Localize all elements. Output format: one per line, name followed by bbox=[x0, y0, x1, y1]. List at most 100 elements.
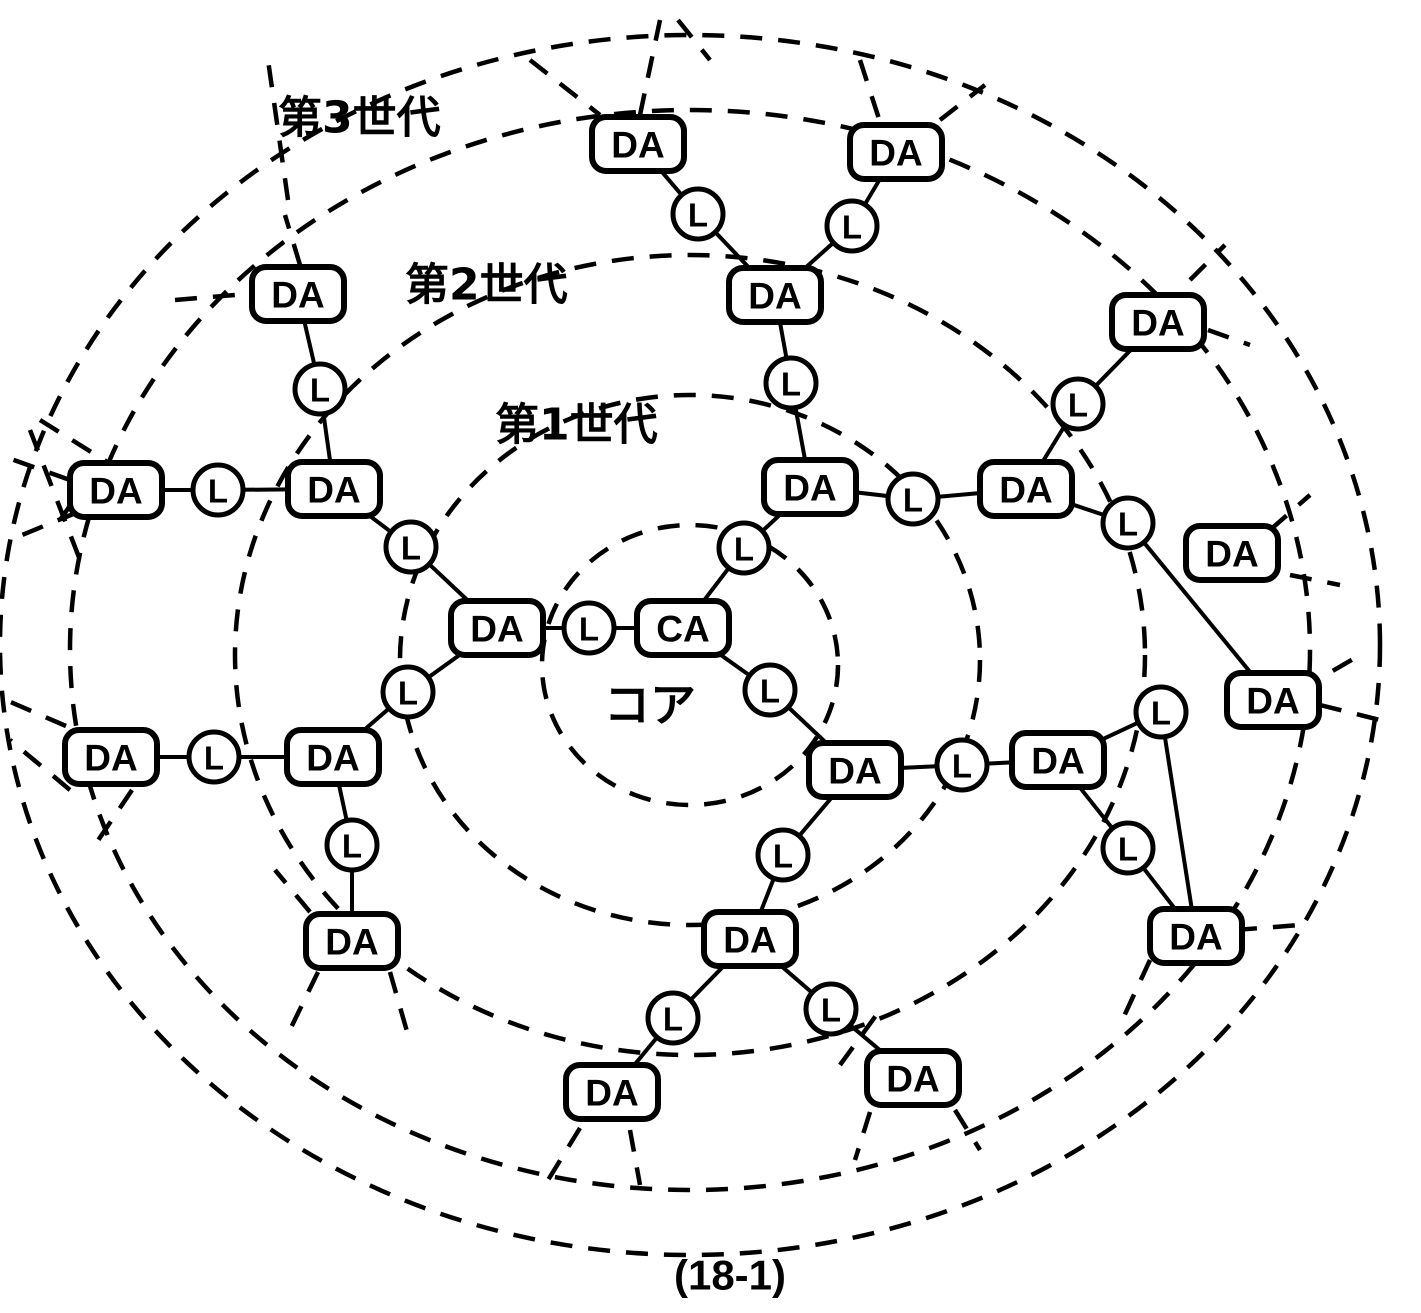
node-da-g3-se-2[interactable]: DA bbox=[1147, 906, 1245, 966]
link-node-l-g1se-s[interactable]: L bbox=[755, 827, 811, 883]
figure-caption: (18-1) bbox=[674, 1252, 786, 1299]
link-node-l-g2n-e[interactable]: L bbox=[824, 198, 880, 254]
node-shape-da bbox=[1224, 670, 1322, 730]
generation-rings-group bbox=[0, 32, 1383, 1258]
dashed-spoke-27 bbox=[627, 1129, 643, 1186]
link-node-l-daw-nw[interactable]: L bbox=[383, 519, 439, 575]
link-label: L bbox=[1118, 506, 1138, 543]
ring-gen1-ring bbox=[397, 392, 983, 928]
node-label: DA bbox=[306, 738, 359, 779]
link-node-l-g2s-e[interactable]: L bbox=[803, 981, 859, 1037]
edge-l-daw-nw-to-da-g2-nw bbox=[366, 512, 395, 536]
node-ca-core[interactable]: CA bbox=[634, 598, 732, 658]
edge-da-g2-se-to-l-g2se-n bbox=[1100, 719, 1143, 742]
node-shape-da bbox=[1109, 292, 1207, 352]
node-da-g3-ne[interactable]: DA bbox=[1109, 292, 1207, 352]
node-da-g3-e[interactable]: DA bbox=[1183, 523, 1281, 583]
node-da-g2-s[interactable]: DA bbox=[701, 909, 799, 969]
node-label: DA bbox=[886, 1059, 939, 1100]
edge-l-g2ne-e-to-da-g3-se bbox=[1140, 538, 1255, 677]
nodes-group: CA DA DA DA DA DA DA DA DA DA DA DA DA DA DA DA DA DA DA DA… bbox=[62, 114, 1322, 1122]
node-da-g1-se[interactable]: DA bbox=[806, 740, 904, 800]
link-circle-shape bbox=[186, 729, 242, 785]
dashed-spoke-18 bbox=[1289, 572, 1341, 588]
node-da-g2-se[interactable]: DA bbox=[1009, 730, 1107, 790]
link-circle-shape bbox=[824, 198, 880, 254]
link-node-l-ca-ne[interactable]: L bbox=[716, 520, 772, 576]
node-label: DA bbox=[470, 609, 523, 650]
node-shape-da bbox=[806, 740, 904, 800]
link-circle-shape bbox=[1100, 495, 1156, 551]
link-node-l-g2nw-w[interactable]: L bbox=[190, 462, 246, 518]
link-node-l-g2se-s[interactable]: L bbox=[1100, 820, 1156, 876]
link-node-l-g2ne-n[interactable]: L bbox=[1050, 376, 1106, 432]
node-da-g1-ne[interactable]: DA bbox=[761, 457, 859, 517]
node-da-g2-n[interactable]: DA bbox=[726, 265, 824, 325]
node-da-g3-w[interactable]: DA bbox=[67, 460, 165, 520]
link-node-l-g2sw-s[interactable]: L bbox=[324, 817, 380, 873]
node-da-g3-se[interactable]: DA bbox=[1224, 670, 1322, 730]
dashed-spoke-31 bbox=[93, 788, 134, 847]
dashed-spoke-26 bbox=[543, 1126, 582, 1187]
node-shape-da bbox=[977, 459, 1075, 519]
node-da-g3-s-1[interactable]: DA bbox=[563, 1062, 661, 1122]
core-label: コア bbox=[604, 678, 696, 732]
link-circle-shape bbox=[190, 462, 246, 518]
node-da-g2-ne[interactable]: DA bbox=[977, 459, 1075, 519]
link-node-l-g2n-w[interactable]: L bbox=[670, 186, 726, 242]
link-node-l-g1ne-e[interactable]: L bbox=[885, 471, 941, 527]
link-node-l-g2sw-w[interactable]: L bbox=[186, 729, 242, 785]
link-circle-shape bbox=[670, 186, 726, 242]
edge-l-g2se-s-to-da-g3-se-2 bbox=[1140, 864, 1179, 913]
link-label: L bbox=[781, 366, 801, 403]
edge-da-g1-se-to-l-g1se-e bbox=[897, 764, 942, 770]
node-label: DA bbox=[1169, 917, 1222, 958]
node-da-g3-s-2[interactable]: DA bbox=[864, 1048, 962, 1108]
link-circle-shape bbox=[561, 600, 617, 656]
link-node-l-g2s-w[interactable]: L bbox=[645, 990, 701, 1046]
node-shape-da bbox=[761, 457, 859, 517]
node-da-g3-s-w[interactable]: DA bbox=[303, 911, 401, 971]
node-da-g3-n-1[interactable]: DA bbox=[589, 114, 687, 174]
node-label: DA bbox=[783, 468, 836, 509]
node-shape-da bbox=[284, 727, 382, 787]
link-circle-shape bbox=[324, 817, 380, 873]
dashed-spoke-15 bbox=[1188, 243, 1227, 282]
link-node-l-g2nw-n[interactable]: L bbox=[292, 361, 348, 417]
dashed-spoke-22 bbox=[1117, 959, 1153, 1026]
node-da-g2-nw[interactable]: DA bbox=[285, 459, 383, 519]
edge-l-g1ne-n-to-da-g2-n bbox=[777, 318, 789, 363]
edge-da-g2-s-to-l-g2s-e bbox=[777, 962, 816, 996]
edge-da-g1-ne-to-l-g1ne-e bbox=[852, 490, 893, 499]
link-node-l-g2ne-e[interactable]: L bbox=[1100, 495, 1156, 551]
node-label: DA bbox=[828, 751, 881, 792]
dashed-spoke-13 bbox=[857, 59, 883, 123]
link-node-l-ca-se[interactable]: L bbox=[742, 662, 798, 718]
node-da-g3-sw[interactable]: DA bbox=[62, 727, 160, 787]
link-node-l-g1ne-n[interactable]: L bbox=[763, 355, 819, 411]
link-circle-shape bbox=[885, 471, 941, 527]
node-shape-da bbox=[1009, 730, 1107, 790]
dashed-spoke-25 bbox=[852, 1111, 873, 1161]
node-da-g2-sw[interactable]: DA bbox=[284, 727, 382, 787]
edge-ca-core-to-l-ca-se bbox=[717, 651, 754, 679]
dashed-spoke-3 bbox=[0, 452, 71, 483]
ring-outer-ring bbox=[0, 32, 1383, 1258]
link-node-l-g2se-n[interactable]: L bbox=[1133, 684, 1189, 740]
link-node-l-daw-sw[interactable]: L bbox=[380, 664, 436, 720]
dashed-spoke-1 bbox=[27, 429, 83, 561]
link-node-l-ca-daw[interactable]: L bbox=[561, 600, 617, 656]
node-da-g3-n-2[interactable]: DA bbox=[847, 122, 945, 182]
node-da-g1-w[interactable]: DA bbox=[448, 598, 546, 658]
edge-da-g1-se-to-l-g1se-s bbox=[795, 793, 836, 840]
link-node-l-g1se-e[interactable]: L bbox=[934, 737, 990, 793]
dashed-spoke-28 bbox=[387, 971, 411, 1036]
node-da-g3-nw[interactable]: DA bbox=[249, 264, 347, 324]
dashed-spoke-30 bbox=[273, 868, 312, 914]
node-shape-da bbox=[864, 1048, 962, 1108]
edge-da-g1-ne-to-l-g1ne-n bbox=[793, 403, 808, 464]
generation-label-gen2: 第2世代 bbox=[405, 260, 568, 311]
